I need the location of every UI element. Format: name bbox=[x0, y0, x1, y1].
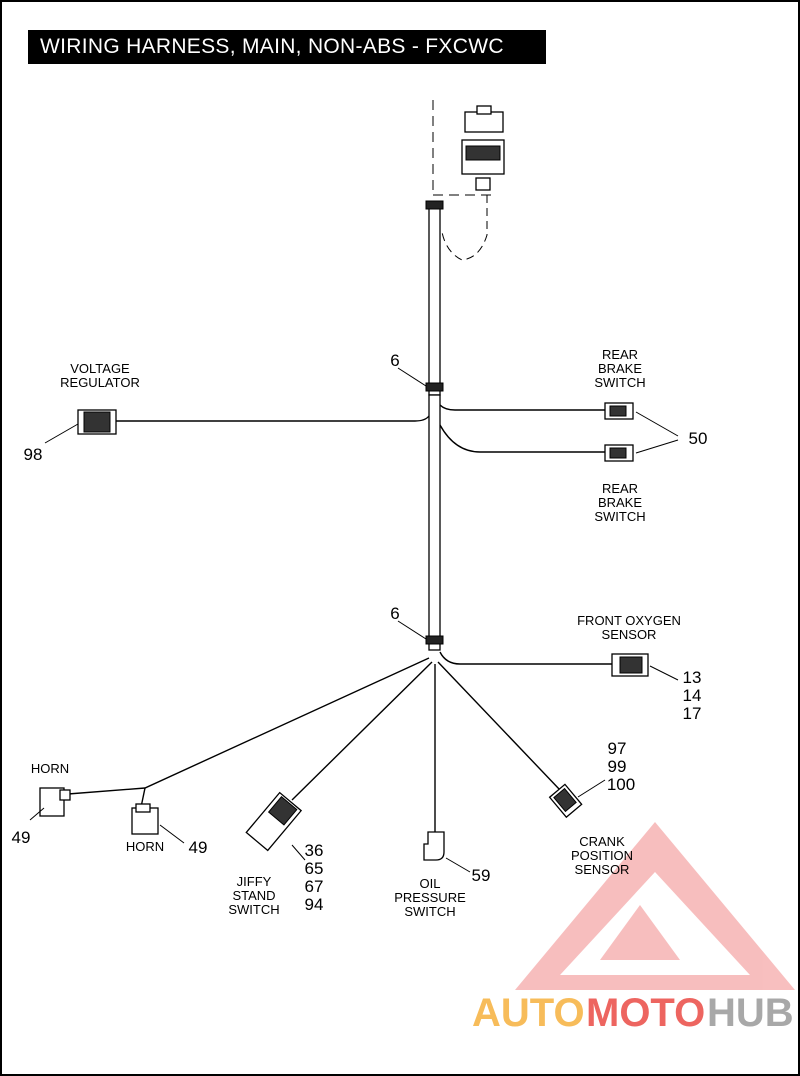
page-title: WIRING HARNESS, MAIN, NON-ABS - FXCWC bbox=[28, 30, 546, 64]
callout-rear-brake-switch: 50 bbox=[689, 429, 708, 448]
svg-text:POSITION: POSITION bbox=[571, 848, 633, 863]
callout-clip-upper: 6 bbox=[390, 351, 399, 370]
watermark-text: AUTO MOTO HUB bbox=[472, 991, 794, 1035]
svg-text:VOLTAGE: VOLTAGE bbox=[70, 361, 130, 376]
svg-text:CRANK: CRANK bbox=[579, 834, 625, 849]
watermark-logo bbox=[515, 822, 795, 990]
svg-text:REAR: REAR bbox=[602, 481, 638, 496]
main-trunk bbox=[425, 200, 444, 651]
svg-text:SWITCH: SWITCH bbox=[594, 509, 645, 524]
crank-position-sensor bbox=[548, 783, 583, 819]
svg-text:97: 97 bbox=[608, 739, 627, 758]
svg-text:REAR: REAR bbox=[602, 347, 638, 362]
callout-voltage-regulator: 98 bbox=[24, 445, 43, 464]
callout-front-oxygen-sensor: 13 14 17 bbox=[683, 668, 702, 723]
svg-text:BRAKE: BRAKE bbox=[598, 361, 642, 376]
svg-text:MOTO: MOTO bbox=[586, 991, 705, 1035]
callout-jiffy-stand-switch: 36 65 67 94 bbox=[305, 841, 324, 914]
svg-text:14: 14 bbox=[683, 686, 702, 705]
top-connector-group bbox=[432, 100, 505, 261]
svg-text:BRAKE: BRAKE bbox=[598, 495, 642, 510]
svg-text:SWITCH: SWITCH bbox=[404, 904, 455, 919]
rear-brake-switch-label-bottom: REAR BRAKE SWITCH bbox=[594, 481, 645, 524]
svg-text:13: 13 bbox=[683, 668, 702, 687]
horn-left bbox=[39, 787, 71, 817]
svg-text:100: 100 bbox=[607, 775, 635, 794]
svg-text:REGULATOR: REGULATOR bbox=[60, 375, 140, 390]
rear-brake-switch-label-top: REAR BRAKE SWITCH bbox=[594, 347, 645, 390]
callout-clip-lower: 6 bbox=[390, 604, 399, 623]
jiffy-stand-switch-label: JIFFY STAND SWITCH bbox=[228, 874, 279, 917]
svg-text:STAND: STAND bbox=[232, 888, 275, 903]
callout-crank-position-sensor: 97 99 100 bbox=[607, 739, 635, 794]
svg-text:36: 36 bbox=[305, 841, 324, 860]
svg-text:65: 65 bbox=[305, 859, 324, 878]
svg-text:AUTO: AUTO bbox=[472, 991, 585, 1035]
svg-text:FRONT OXYGEN: FRONT OXYGEN bbox=[577, 613, 681, 628]
horn-left-label: HORN bbox=[31, 761, 69, 776]
svg-text:SWITCH: SWITCH bbox=[594, 375, 645, 390]
crank-position-sensor-label: CRANK POSITION SENSOR bbox=[571, 834, 633, 877]
voltage-regulator-branch bbox=[77, 409, 430, 435]
svg-text:PRESSURE: PRESSURE bbox=[394, 890, 466, 905]
clip-upper bbox=[425, 382, 444, 392]
svg-text:67: 67 bbox=[305, 877, 324, 896]
lower-branches bbox=[67, 657, 561, 832]
clip-lower bbox=[425, 635, 444, 645]
front-oxygen-sensor-label: FRONT OXYGEN SENSOR bbox=[577, 613, 681, 642]
callout-oil-pressure-switch: 59 bbox=[472, 866, 491, 885]
svg-text:SENSOR: SENSOR bbox=[575, 862, 630, 877]
callout-horn-left: 49 bbox=[12, 828, 31, 847]
rear-brake-switch-branches bbox=[439, 402, 634, 462]
svg-text:OIL: OIL bbox=[420, 876, 441, 891]
leader-lines bbox=[29, 367, 679, 873]
svg-text:SENSOR: SENSOR bbox=[602, 627, 657, 642]
jiffy-stand-switch bbox=[245, 791, 303, 852]
horn-right-label: HORN bbox=[126, 839, 164, 854]
oil-pressure-switch-label: OIL PRESSURE SWITCH bbox=[394, 876, 466, 919]
svg-text:HUB: HUB bbox=[707, 991, 794, 1035]
svg-text:JIFFY: JIFFY bbox=[237, 874, 272, 889]
front-oxygen-sensor-branch bbox=[439, 651, 649, 677]
horn-right bbox=[131, 803, 159, 835]
svg-text:SWITCH: SWITCH bbox=[228, 902, 279, 917]
svg-text:17: 17 bbox=[683, 704, 702, 723]
svg-text:99: 99 bbox=[608, 757, 627, 776]
svg-text:94: 94 bbox=[305, 895, 324, 914]
voltage-regulator-label: VOLTAGE REGULATOR bbox=[60, 361, 140, 390]
oil-pressure-switch bbox=[423, 831, 445, 861]
callout-horn-right: 49 bbox=[189, 838, 208, 857]
